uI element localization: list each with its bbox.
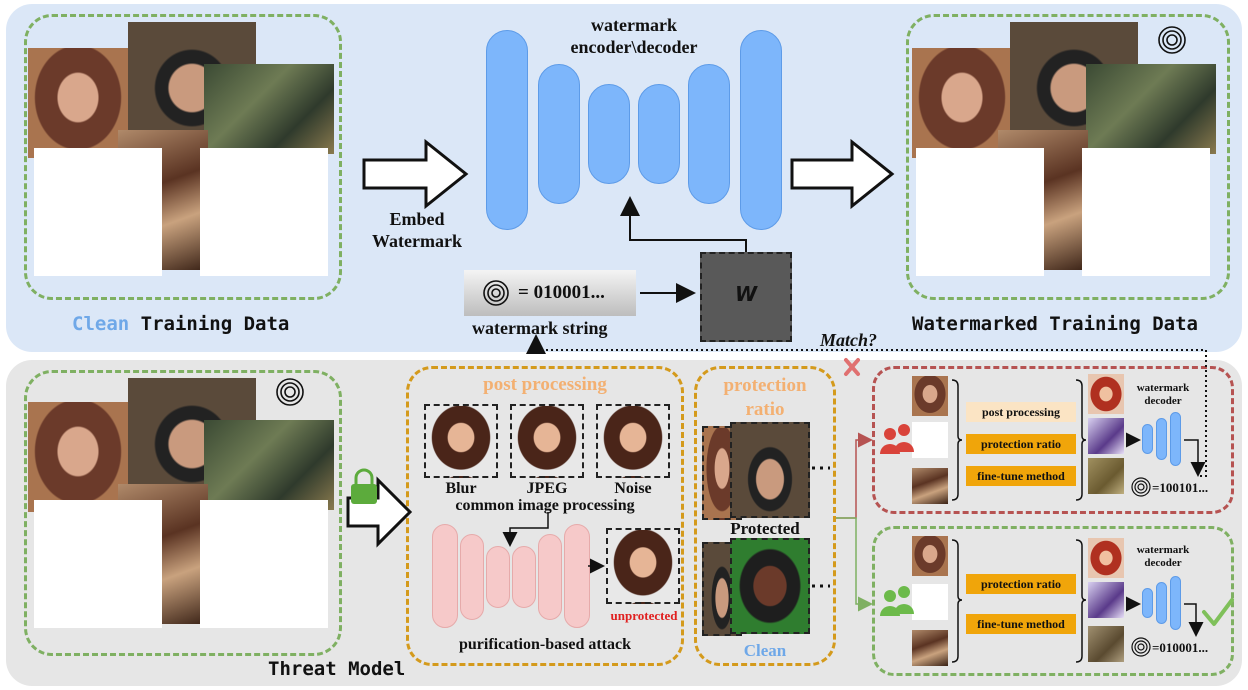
thumb-eevee-green xyxy=(912,584,948,620)
thumb-gen-painting-green xyxy=(1088,626,1124,662)
thumb-gen-woman-red xyxy=(1088,374,1124,414)
purifier-layer-6 xyxy=(564,524,590,628)
image-noise xyxy=(596,404,670,478)
w-box xyxy=(700,252,792,342)
thumb-gen-dragon-green xyxy=(1088,582,1124,618)
red-decoder-1 xyxy=(1142,424,1153,454)
image-woman-wm xyxy=(912,48,1012,158)
thumb-gen-woman-green xyxy=(1088,538,1124,578)
post-processing-title: post processing xyxy=(483,374,607,395)
embed-label: Embed Watermark xyxy=(372,209,462,251)
fingerprint-icon xyxy=(483,280,509,306)
blur-label: Blur xyxy=(445,480,477,497)
image-painting-wm xyxy=(1086,64,1216,154)
protected-label: Protected xyxy=(730,519,800,538)
image-protected xyxy=(730,422,810,518)
fingerprint-icon xyxy=(276,378,304,406)
watermarked-data-box xyxy=(906,14,1230,300)
purifier-layer-4 xyxy=(512,546,536,608)
clean-data-label: Clean Training Data xyxy=(72,313,290,335)
red-decoder-3 xyxy=(1170,412,1181,466)
red-tag-fine-tune: fine-tune method xyxy=(966,466,1076,486)
clean-data-box xyxy=(24,14,342,300)
protection-ratio-title: protection ratio xyxy=(723,375,807,420)
protection-ratio-box xyxy=(694,366,836,666)
thumb-gen-dragon-red xyxy=(1088,418,1124,454)
image-dragon-threat xyxy=(200,500,328,628)
green-decoder-2 xyxy=(1156,582,1167,624)
w-box-label: W xyxy=(734,282,758,306)
jpeg-label: JPEG xyxy=(526,480,568,497)
image-unprotected xyxy=(606,528,680,604)
image-eevee-wm xyxy=(916,148,1044,276)
unprotected-scenario-box xyxy=(872,366,1234,514)
decoder-layer-2 xyxy=(688,64,730,204)
lock-icon xyxy=(351,468,377,504)
threat-model-label: Threat Model xyxy=(268,658,406,680)
red-tag-protection-ratio: protection ratio xyxy=(966,434,1076,454)
watermarked-data-label: Watermarked Training Data xyxy=(912,313,1198,335)
fingerprint-icon xyxy=(1158,26,1186,54)
clean-label: Clean xyxy=(743,641,787,660)
noise-label: Noise xyxy=(614,480,652,497)
match-connector xyxy=(526,334,1207,477)
red-tag-post-processing: post processing xyxy=(966,402,1076,422)
thumb-woman-red xyxy=(912,376,948,416)
threat-arrow xyxy=(346,476,413,548)
image-dragon xyxy=(200,148,328,276)
people-icon xyxy=(880,586,914,616)
red-decoder-output: =100101... xyxy=(1152,480,1209,495)
unprotected-label: unprotected xyxy=(610,608,678,623)
checkmark-icon xyxy=(1202,598,1234,626)
image-woman-threat xyxy=(28,402,128,512)
green-tag-protection-ratio: protection ratio xyxy=(966,574,1076,594)
image-eevee xyxy=(34,148,162,276)
thumb-horse-red xyxy=(912,468,948,504)
green-decoder-3 xyxy=(1170,576,1181,630)
purifier-layer-1 xyxy=(432,524,458,628)
decoder-layer-1 xyxy=(638,84,680,184)
image-blur xyxy=(424,404,498,478)
threat-data-box xyxy=(24,370,342,656)
image-jpeg xyxy=(510,404,584,478)
purification-label: purification-based attack xyxy=(459,636,631,653)
image-painting xyxy=(204,64,334,154)
image-dragon-wm xyxy=(1082,148,1210,276)
common-processing-label: common image processing xyxy=(455,497,635,514)
thumb-eevee-red xyxy=(912,422,948,458)
fingerprint-icon xyxy=(1131,477,1151,497)
encoder-layer-3 xyxy=(588,84,630,184)
thumb-gen-painting-red xyxy=(1088,458,1124,494)
watermark-string-value: = 010001... xyxy=(518,282,605,303)
embed-arrow xyxy=(362,138,469,210)
cross-icon xyxy=(844,358,860,376)
image-painting-threat xyxy=(204,420,334,510)
green-decoder-1 xyxy=(1142,588,1153,618)
image-woman xyxy=(28,48,128,158)
purifier-layer-3 xyxy=(486,546,510,608)
purifier-layer-5 xyxy=(538,534,562,620)
match-label: Match? xyxy=(820,330,878,350)
thumb-horse-green xyxy=(912,630,948,666)
thumb-woman-green xyxy=(912,536,948,576)
image-eevee-threat xyxy=(34,500,162,628)
decoder-layer-3 xyxy=(740,30,782,230)
image-clean xyxy=(730,538,810,634)
output-arrow xyxy=(790,138,895,210)
fingerprint-icon xyxy=(1131,637,1151,657)
encoder-layer-2 xyxy=(538,64,580,204)
encoder-title: watermark encoder\decoder xyxy=(570,15,698,57)
green-decoder-output: =010001... xyxy=(1152,640,1209,655)
people-icon xyxy=(880,424,914,454)
encoder-layer-1 xyxy=(486,30,528,230)
purifier-layer-2 xyxy=(460,534,484,620)
red-decoder-2 xyxy=(1156,418,1167,460)
watermark-string-label: watermark string xyxy=(472,318,608,338)
green-tag-fine-tune: fine-tune method xyxy=(966,614,1076,634)
